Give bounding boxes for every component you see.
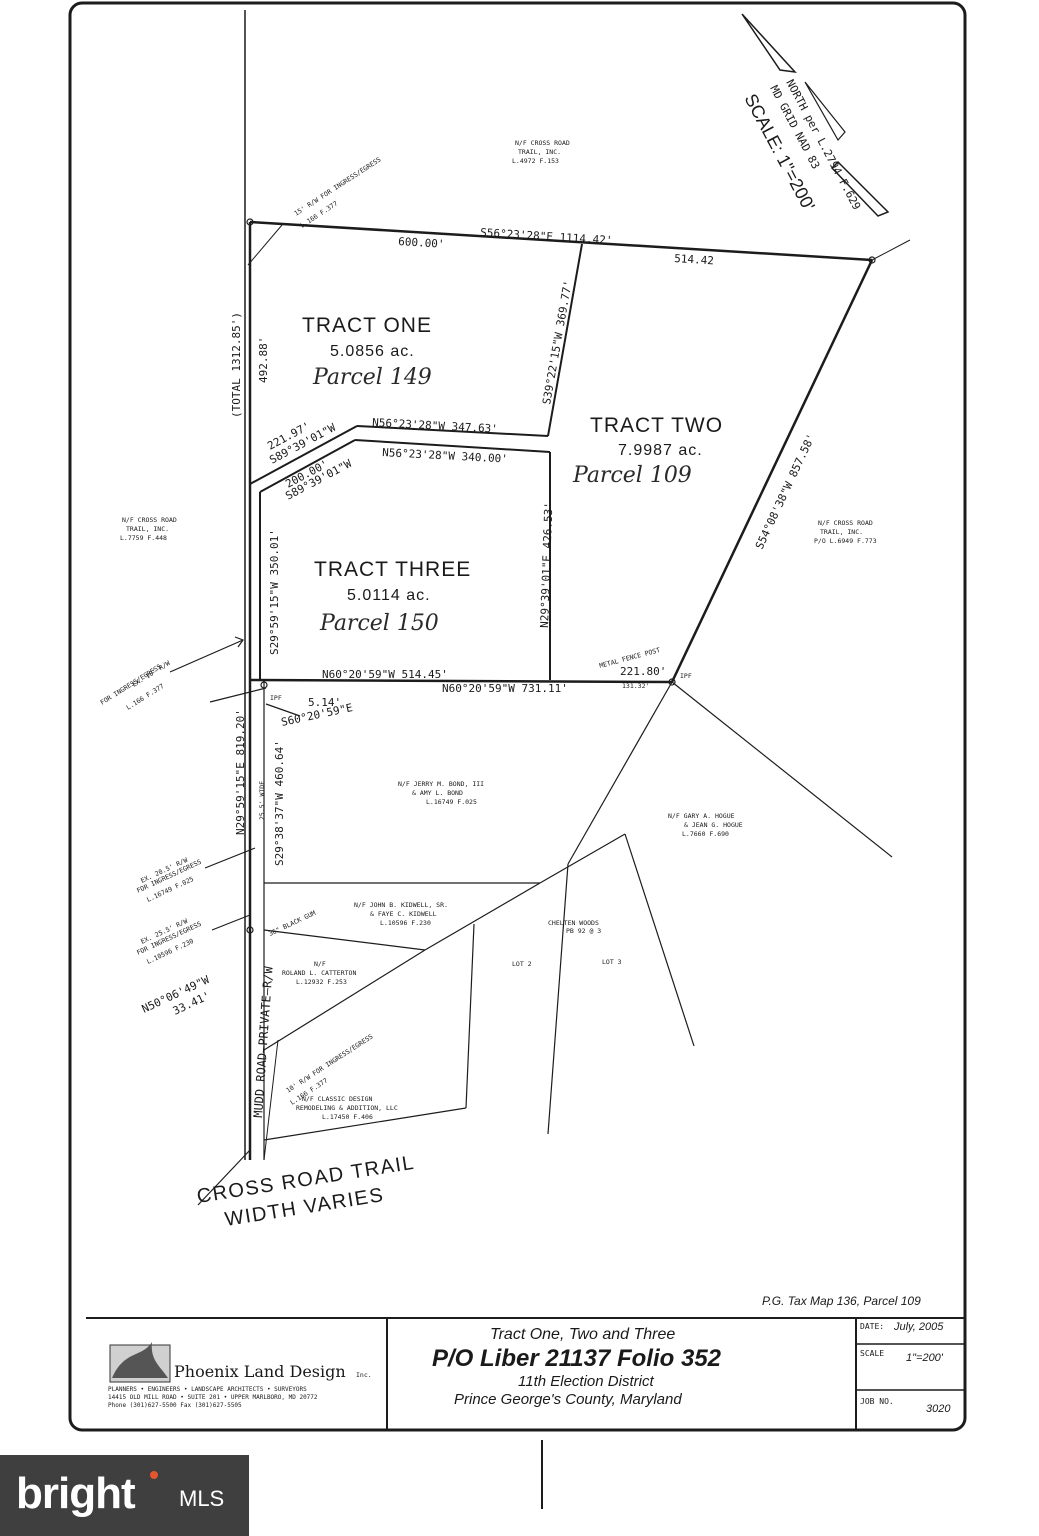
owner-east-1: N/F CROSS ROAD	[818, 519, 873, 527]
tract-one-acres: 5.0856 ac.	[330, 343, 415, 360]
distance-221b: 221.80'	[620, 665, 666, 678]
bearing-n29: N29°39'01"E 426.53'	[538, 502, 555, 628]
owner-classic-2: REMODELING & ADDITION, LLC	[296, 1104, 398, 1112]
owner-catterton-1: N/F	[314, 960, 326, 968]
lot-3: LOT 3	[602, 958, 622, 966]
road-width: 25.5' WIDE	[258, 781, 266, 820]
owner-classic-3: L.17450 F.406	[322, 1113, 373, 1121]
ipf-label: IPF	[270, 694, 282, 702]
owner-west-3: L.7759 F.448	[120, 534, 167, 542]
scale-box-label: SCALE	[860, 1349, 884, 1358]
bright-logo-text: bright	[16, 1469, 136, 1518]
owner-east-3: P/O L.6949 F.773	[814, 537, 877, 545]
tract-one-name: TRACT ONE	[302, 314, 432, 337]
title-line-3: 11th Election District	[518, 1373, 654, 1390]
logo-dot-icon	[150, 1471, 158, 1479]
tract-two-name: TRACT TWO	[590, 414, 723, 437]
easement-5-a: 10' R/W FOR INGRESS/EGRESS	[285, 1033, 375, 1095]
lot-2: LOT 2	[512, 960, 532, 968]
survey-plat: NORTH per L.2794 F.629 MD GRID NAD 83 SC…	[68, 1, 967, 1455]
chelten-woods-2: PB 92 @ 3	[566, 927, 601, 935]
bearing-top: S56°23'28"E 1114.42'	[480, 226, 613, 247]
company-sub-1: PLANNERS • ENGINEERS • LANDSCAPE ARCHITE…	[108, 1386, 307, 1393]
distance-514-small: 5.14'	[308, 696, 341, 709]
ipf-label-2: IPF	[680, 672, 692, 680]
property-lines	[244, 10, 911, 1161]
distance-492: 492.88'	[257, 337, 270, 383]
title-line-2: P/O Liber 21137 Folio 352	[432, 1345, 722, 1372]
owner-north-1: N/F CROSS ROAD	[515, 139, 570, 147]
owner-north-3: L.4972 F.153	[512, 157, 559, 165]
company-logo-icon	[109, 1342, 171, 1383]
scale-box-value: 1"=200'	[906, 1352, 944, 1364]
distance-514: 514.42	[674, 252, 714, 267]
tract-three-acres: 5.0114 ac.	[347, 587, 431, 604]
job-label: JOB NO.	[860, 1397, 894, 1406]
owner-east-2: TRAIL, INC.	[820, 528, 863, 536]
bearing-n60a: N60°20'59"W 514.45'	[322, 668, 448, 681]
bottom-tick	[541, 1455, 543, 1509]
tax-map-ref: P.G. Tax Map 136, Parcel 109	[762, 1294, 921, 1308]
total-length: (TOTAL 1312.85')	[230, 312, 243, 418]
bearing-s29b: S29°38'37"W 460.64'	[273, 740, 286, 866]
owner-catterton-3: L.12932 F.253	[296, 978, 347, 986]
bearing-n56a: N56°23'28"W 347.63'	[372, 416, 498, 436]
owner-hogue-2: & JEAN G. HOGUE	[684, 821, 743, 829]
owner-kidwell-1: N/F JOHN B. KIDWELL, SR.	[354, 901, 448, 909]
mls-watermark: bright MLS	[0, 1455, 249, 1536]
ipf-markers	[246, 218, 876, 934]
company-sub-3: Phone (301)627-5500 Fax (301)627-5505	[108, 1402, 242, 1409]
sheet-border	[68, 1, 967, 1432]
owner-west-2: TRAIL, INC.	[126, 525, 169, 533]
title-block	[86, 1317, 965, 1430]
owner-west-1: N/F CROSS ROAD	[122, 516, 177, 524]
bearing-n60b: N60°20'59"W 731.11'	[442, 682, 568, 695]
date-label: DATE:	[860, 1322, 884, 1331]
tract-two-parcel: Parcel 109	[572, 463, 692, 488]
date-value: July, 2005	[893, 1321, 944, 1333]
owner-hogue-3: L.7660 F.690	[682, 830, 729, 838]
company-sub-2: 14415 OLD MILL ROAD • SUITE 201 • UPPER …	[108, 1394, 318, 1401]
owner-bond-3: L.16749 F.025	[426, 798, 477, 806]
distance-600: 600.00'	[398, 235, 445, 251]
distance-131: 131.32'	[622, 682, 649, 690]
easement-arrows	[169, 636, 301, 1206]
north-arrow-icon	[741, 13, 890, 217]
company-name: Phoenix Land Design	[174, 1362, 346, 1381]
owner-catterton-2: ROLAND L. CATTERTON	[282, 969, 356, 977]
tract-three-parcel: Parcel 150	[319, 611, 439, 636]
tract-one-parcel: Parcel 149	[312, 365, 432, 390]
owner-bond-1: N/F JERRY M. BOND, III	[398, 780, 484, 788]
tract-two-acres: 7.9987 ac.	[618, 442, 703, 459]
chelten-woods-1: CHELTEN WOODS	[548, 919, 599, 927]
owner-kidwell-2: & FAYE C. KIDWELL	[370, 910, 437, 918]
company-suffix: Inc.	[356, 1371, 372, 1379]
owner-classic-1: N/F CLASSIC DESIGN	[302, 1095, 373, 1103]
title-line-4: Prince George's County, Maryland	[454, 1391, 682, 1408]
owner-kidwell-3: L.10596 F.230	[380, 919, 431, 927]
mls-logo-text: MLS	[179, 1486, 225, 1511]
owner-north-2: TRAIL, INC.	[518, 148, 561, 156]
title-line-1: Tract One, Two and Three	[490, 1326, 675, 1343]
owner-bond-2: & AMY L. BOND	[412, 789, 463, 797]
easement-1-a: 15' R/W FOR INGRESS/EGRESS	[293, 156, 383, 218]
bearing-s29a: S29°59'15"W 350.01'	[268, 529, 281, 655]
job-value: 3020	[926, 1403, 951, 1415]
tract-three-name: TRACT THREE	[314, 558, 471, 581]
owner-hogue-1: N/F GARY A. HOGUE	[668, 812, 735, 820]
bearing-n29b: N29°59'15"E 819.20'	[234, 709, 247, 835]
